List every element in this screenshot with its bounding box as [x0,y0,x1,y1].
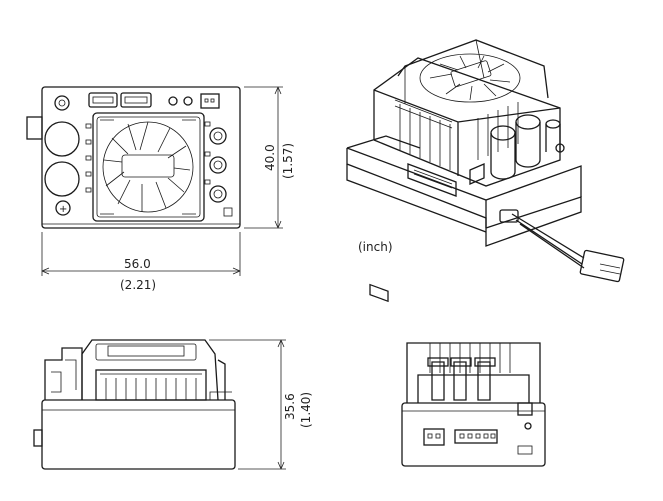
side-height-inch-label: (1.40) [299,392,313,428]
top-view: + [26,86,241,229]
isometric-view [346,39,625,303]
side-view-dimensions [209,339,286,470]
end-view [401,342,546,467]
width-inch-label: (2.21) [120,278,156,292]
unit-note: (inch) [358,240,393,254]
svg-text:+: + [59,204,67,215]
iso-fan-icon [419,53,521,103]
side-height-mm-label: 35.6 [283,393,297,420]
width-mm-label: 56.0 [124,257,151,271]
height-mm-label: 40.0 [263,144,277,171]
top-view-dimensions [41,86,283,276]
side-view [33,339,236,470]
fan-icon [100,119,196,215]
height-inch-label: (1.57) [281,143,295,179]
